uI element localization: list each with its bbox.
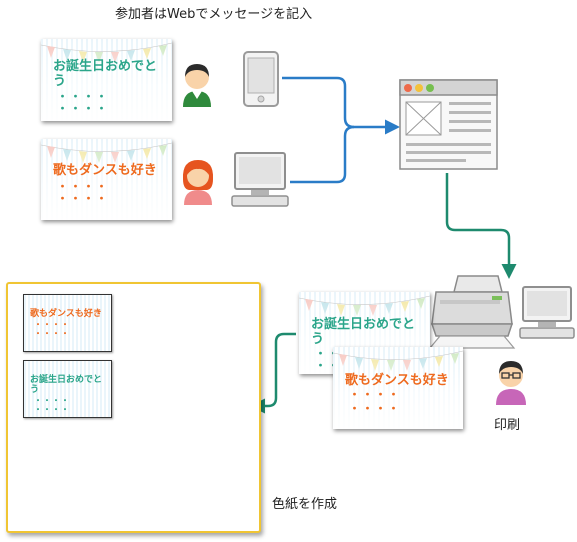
card-dots: ・・・・: [34, 396, 70, 405]
card-message: お誕生日おめでとう: [30, 375, 103, 395]
desktop-pc-icon: [519, 286, 575, 339]
top-caption: 参加者はWebでメッセージを記入: [115, 7, 313, 22]
person-boy-icon: [183, 64, 211, 107]
arrow-print-to-frame: [250, 332, 296, 414]
webpage-icon: [399, 79, 498, 170]
arrow-phone-to-web: [282, 76, 400, 135]
card-dots: ・・・・: [34, 405, 70, 414]
print-label: 印刷: [494, 418, 521, 433]
printer-icon: [428, 275, 516, 349]
card-message: お誕生日おめでとう: [311, 317, 416, 347]
card-dots: ・・・・: [349, 388, 401, 401]
message-card-birthday: お誕生日おめでとう ・・・・ ・・・・: [41, 39, 172, 121]
printed-card-dance: 歌もダンスも好き ・・・・ ・・・・: [333, 347, 463, 429]
card-dots: ・・・・: [57, 192, 109, 205]
card-dots: ・・・・: [57, 180, 109, 193]
arrow-pc-to-web: [290, 125, 355, 184]
mini-card-birthday: お誕生日おめでとう ・・・・ ・・・・: [23, 360, 112, 418]
card-dots: ・・・・: [57, 102, 109, 115]
smartphone-icon: [243, 51, 279, 107]
card-dots: ・・・・: [34, 320, 70, 329]
person-girl-icon: [182, 160, 214, 205]
card-message: 歌もダンスも好き: [30, 309, 102, 319]
shikishi-label: 色紙を作成: [272, 497, 338, 512]
card-message: 歌もダンスも好き: [345, 373, 449, 388]
card-dots: ・・・・: [57, 90, 109, 103]
card-message: 歌もダンスも好き: [53, 163, 157, 178]
mini-card-dance: 歌もダンスも好き ・・・・ ・・・・: [23, 294, 112, 352]
arrow-web-to-printer: [445, 173, 517, 279]
card-dots: ・・・・: [349, 402, 401, 415]
desktop-pc-icon: [231, 152, 289, 207]
person-glasses-icon: [496, 361, 526, 405]
message-card-dance: 歌もダンスも好き ・・・・ ・・・・: [41, 139, 172, 220]
card-message: お誕生日おめでとう: [53, 59, 158, 89]
shikishi-frame: 歌もダンスも好き ・・・・ ・・・・ お誕生日おめでとう ・・・・ ・・・・: [6, 282, 261, 533]
card-dots: ・・・・: [34, 329, 70, 338]
